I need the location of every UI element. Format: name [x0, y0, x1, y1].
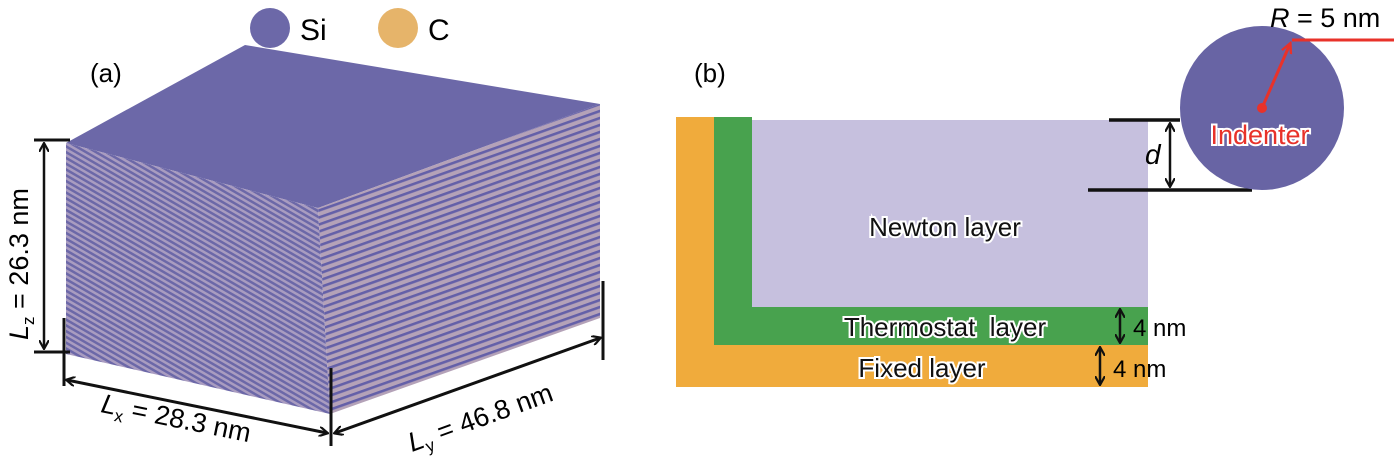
si-legend-label: Si: [300, 14, 327, 47]
c-legend-marker: [378, 8, 418, 48]
panel-a-label: (a): [90, 58, 122, 88]
ly-dimension-arrow: [335, 338, 600, 433]
fixed-layer-label: Fixed layer: [858, 353, 985, 383]
panel-a: (a) Lz = 26.3 nm Lx = 28.3 nm Ly = 46.8 …: [4, 45, 605, 460]
newton-layer-label: Newton layer: [869, 212, 1021, 242]
si-legend-marker: [250, 8, 290, 48]
panel-b-label: (b): [694, 58, 726, 88]
lx-label: Lx = 28.3 nm: [98, 388, 254, 452]
thermostat-layer: [714, 117, 1148, 345]
lz-label: Lz = 26.3 nm: [4, 188, 38, 340]
radius-label: R = 5 nm: [1270, 3, 1380, 33]
ly-label: Ly = 46.8 nm: [404, 378, 558, 460]
indenter-center: [1257, 103, 1267, 113]
radius-arrow: [1260, 44, 1290, 109]
thermostat-thickness-label: 4 nm: [1133, 315, 1186, 342]
legend: Si C: [250, 8, 450, 48]
indenter-label: Indenter: [1210, 120, 1309, 150]
panel-b: (b) Newton layer Thermostat layer Fixed …: [676, 3, 1394, 387]
sic-front-face: [66, 143, 330, 414]
c-legend-label: C: [428, 14, 450, 47]
depth-label: d: [1145, 139, 1162, 170]
sic-top-face: [66, 45, 600, 208]
newton-layer: [752, 120, 1148, 307]
lx-dimension-arrow: [67, 380, 327, 433]
fixed-thickness-label: 4 nm: [1113, 356, 1166, 383]
thermostat-layer-label: Thermostat layer: [844, 312, 1047, 342]
